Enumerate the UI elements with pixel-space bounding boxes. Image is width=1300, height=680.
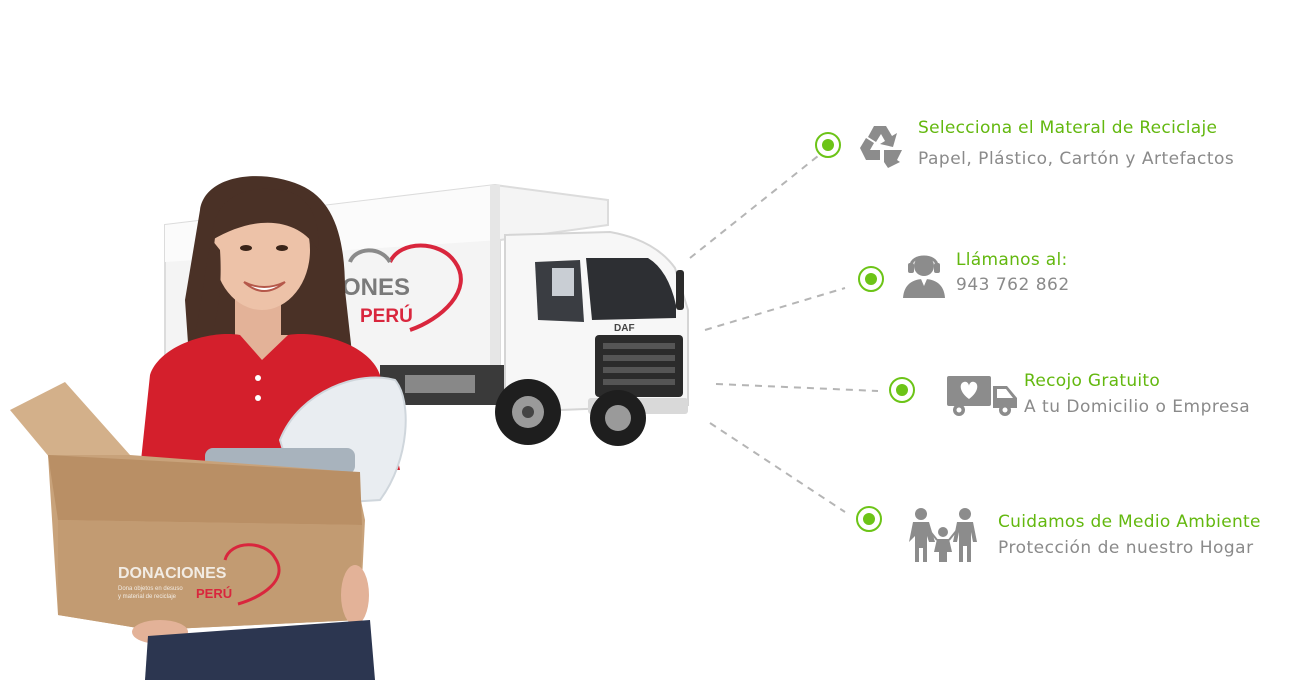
hero-svg: DAF CIONES PERÚ — [10, 176, 689, 680]
feature-4-marker — [856, 506, 882, 532]
family-icon — [909, 508, 977, 562]
connector-line-3 — [715, 383, 879, 392]
feature-3-title: Recojo Gratuito — [1024, 371, 1161, 391]
truck-grille-logo: DAF — [614, 323, 635, 334]
feature-4-title: Cuidamos de Medio Ambiente — [998, 512, 1261, 532]
box-tagline-1: Dona objetos en desuso — [118, 586, 183, 592]
connector-line-2 — [704, 287, 846, 331]
feature-4-subtitle: Protección de nuestro Hogar — [998, 538, 1254, 558]
feature-2-marker — [858, 266, 884, 292]
box-tagline-2: y material de reciclaje — [118, 594, 177, 600]
feature-3-subtitle: A tu Domicilio o Empresa — [1024, 397, 1251, 417]
hero-illustration: DAF CIONES PERÚ — [10, 176, 689, 680]
connector-line-1 — [689, 155, 819, 259]
connector-line-4 — [709, 422, 846, 513]
feature-2-title: Llámanos al: — [956, 250, 1068, 270]
woman-figure: DONACIONES PERÚ Dona objetos en desuso y… — [10, 176, 407, 680]
heart-truck-icon — [947, 376, 1017, 416]
feature-1-marker — [815, 132, 841, 158]
headset-agent-icon — [903, 255, 945, 298]
feature-2-phone: 943 762 862 — [956, 275, 1070, 295]
feature-1-title: Selecciona el Materal de Reciclaje — [918, 118, 1218, 138]
feature-1-subtitle: Papel, Plástico, Cartón y Artefactos — [918, 149, 1235, 169]
box-brand-name: DONACIONES — [118, 565, 227, 582]
recycle-icon — [860, 126, 902, 168]
feature-3-marker — [889, 377, 915, 403]
box-brand-country: PERÚ — [196, 586, 232, 601]
truck-brand-country: PERÚ — [360, 305, 413, 327]
